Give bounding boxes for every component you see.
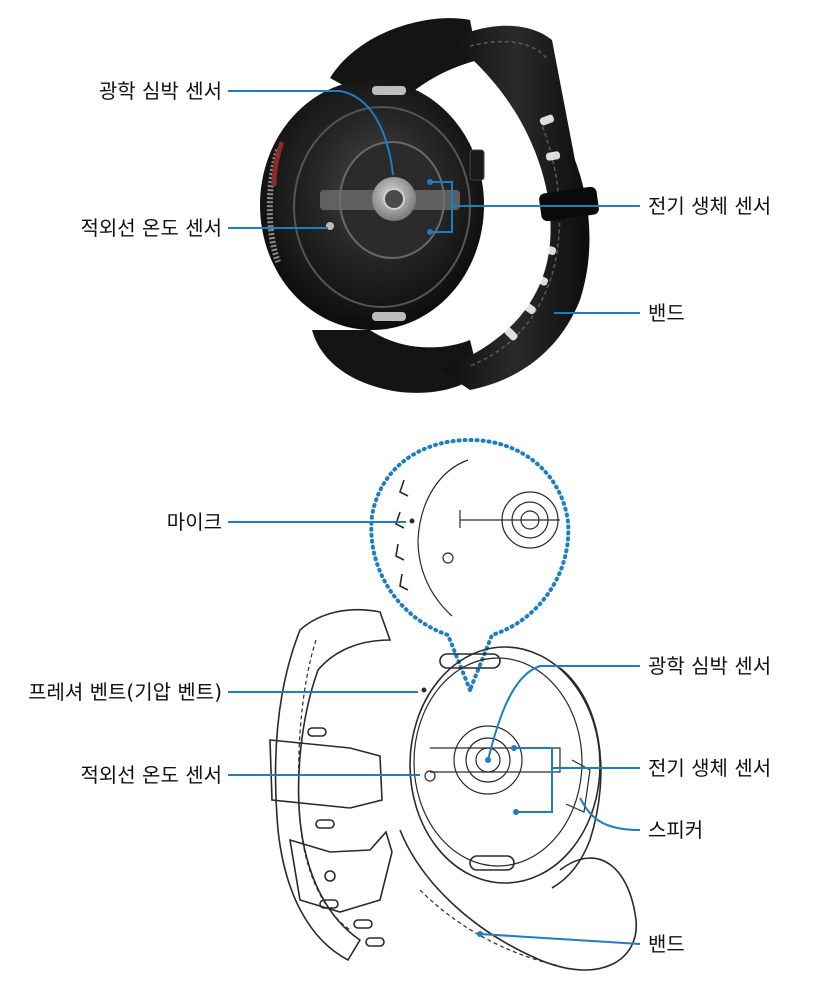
line-ir-sensor [424,770,436,782]
leader-photo-bioelectrical [430,181,640,233]
label-photo-optical-hr-sensor: 광학 심박 센서 [99,79,222,103]
label-photo-band: 밴드 [648,301,685,325]
line-bottom-strap [399,829,637,971]
line-left-strap-stitch [297,639,351,931]
zoom-ir-sensor [442,552,454,564]
label-photo-bioelectrical-sensor: 전기 생체 센서 [648,194,771,218]
line-left-strap [274,609,392,962]
line-watch-illustration [269,609,637,971]
line-watch-case [409,646,601,884]
zoom-sensor-mid [511,501,549,539]
zoom-sensor-core [520,510,540,530]
label-line-band: 밴드 [648,932,685,956]
zoom-bezel-teeth [395,479,409,591]
line-pressure-vent-hole [421,687,427,693]
photo-rubber-strap-bottom [312,330,478,393]
line-back-plate [413,657,583,867]
line-leaders [228,521,641,945]
zoom-callout [369,437,571,696]
line-strap-keeper [269,739,383,809]
leader-photo-optical [228,90,394,176]
leader-line-band [479,933,641,945]
line-bezel-right [551,667,602,889]
zoom-mic-hole [409,518,415,524]
label-line-ir-temp-sensor: 적외선 온도 센서 [80,763,222,787]
line-sensor-bar [430,747,561,773]
label-photo-ir-temp-sensor: 적외선 온도 센서 [80,216,222,240]
line-strap-holes [307,727,385,947]
line-speaker-slot [565,759,591,813]
line-buckle-pin [324,870,336,882]
zoom-callout-outline [369,437,571,696]
line-bottom-strap-stitch [419,889,561,967]
photo-bezel-edge [266,149,281,264]
zoom-sensor-outer [501,491,559,549]
photo-optical-sensor-core [383,188,405,210]
photo-bezel-accent [271,141,285,187]
photo-strap-keeper [539,186,599,222]
photo-leather-strap-stitch [469,40,561,367]
photo-lug-pin-bottom [372,312,406,321]
label-line-optical-hr-sensor: 광학 심박 센서 [648,654,771,678]
zoom-case-edge [417,459,469,617]
label-line-speaker: 스피커 [648,818,703,842]
photo-leaders [228,90,640,314]
line-lug-pin-top [439,653,501,669]
line-sensor-ring-mid [465,737,511,783]
label-line-microphone: 마이크 [167,510,222,534]
line-sensor-ring-inner [475,747,501,773]
photo-side-button [469,149,485,181]
label-line-bioelectrical-sensor: 전기 생체 센서 [648,756,771,780]
line-lug-pin-bottom [469,855,515,871]
photo-watch-illustration [260,18,599,393]
leader-line-bioelectrical [514,747,640,813]
photo-strap-holes [504,114,561,341]
photo-lug-pin-top [372,86,406,95]
line-buckle [288,830,393,913]
leader-line-speaker [579,797,641,831]
leader-line-optical [487,665,640,761]
line-sensor-ring-outer [453,725,523,795]
zoom-sensor-bar [459,510,560,528]
label-line-pressure-vent: 프레셔 벤트(기압 벤트) [28,680,222,704]
